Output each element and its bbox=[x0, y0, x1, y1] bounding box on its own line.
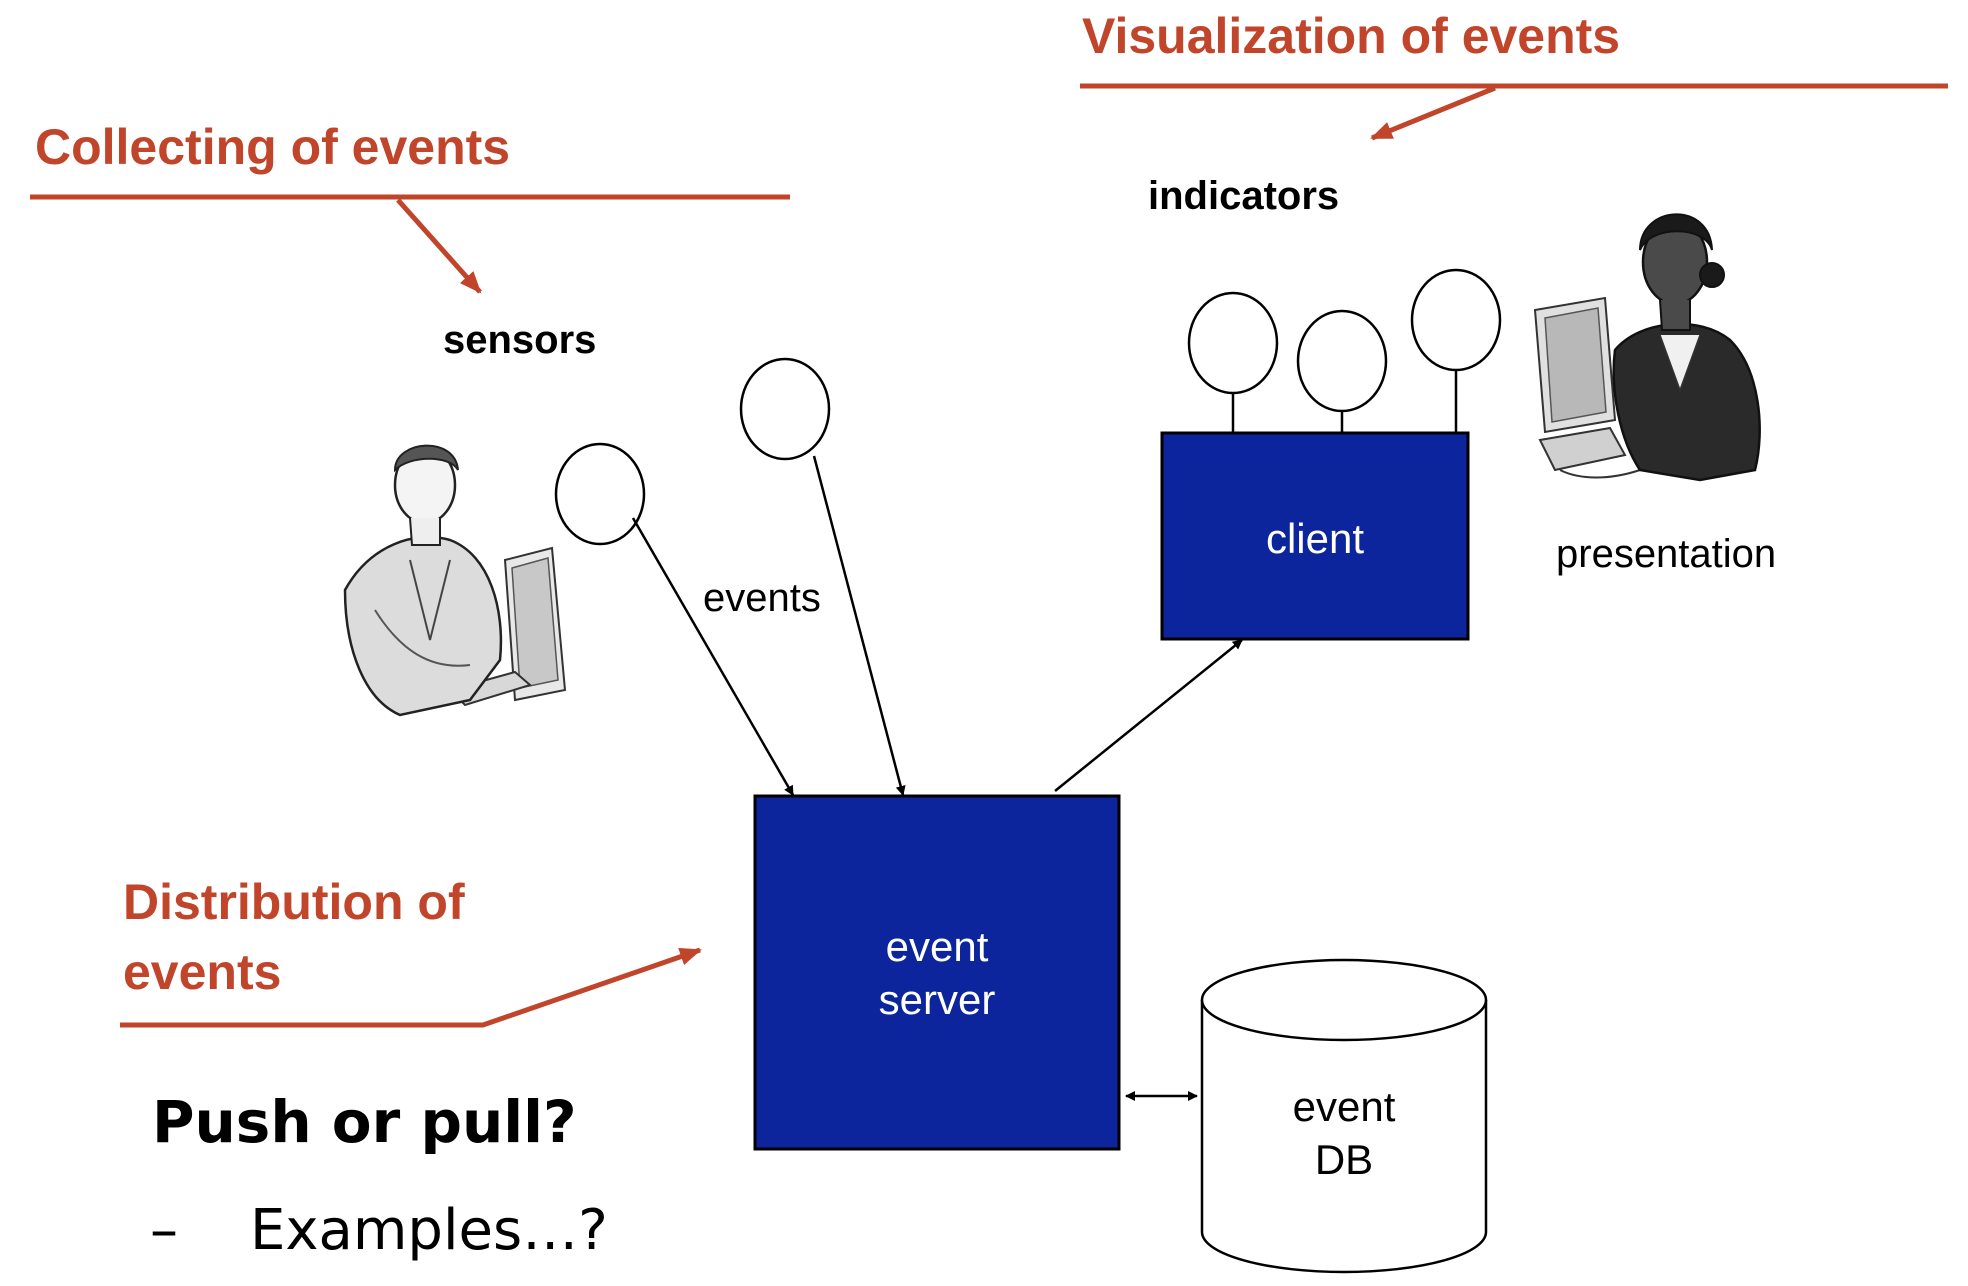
sensor-circle bbox=[554, 442, 646, 546]
events-label: events bbox=[703, 576, 821, 620]
presenter-person-icon bbox=[1533, 213, 1761, 482]
push-or-pull-question: Push or pull? bbox=[152, 1088, 577, 1156]
event-server-label-line1: event bbox=[885, 923, 989, 970]
distribution-underline bbox=[120, 947, 702, 1028]
event-server-label-line2: server bbox=[878, 976, 996, 1023]
event-db-cylinder bbox=[1200, 958, 1488, 1274]
indicator-circle bbox=[1410, 268, 1502, 372]
server-to-client-arrow bbox=[1054, 639, 1243, 792]
distribution-heading-line1: Distribution of bbox=[123, 874, 465, 930]
presentation-label: presentation bbox=[1556, 532, 1777, 576]
bullet-dash: – bbox=[150, 1198, 178, 1263]
event-server-label: event server bbox=[755, 920, 1119, 1026]
indicators-label: indicators bbox=[1148, 174, 1340, 218]
sensor-circle bbox=[739, 357, 831, 461]
event-db-label-line2: DB bbox=[1314, 1136, 1374, 1183]
operator-person-icon bbox=[343, 444, 567, 717]
event-arrow bbox=[631, 517, 795, 796]
event-db-label-line1: event bbox=[1292, 1083, 1396, 1130]
examples-bullet-text: Examples…? bbox=[250, 1198, 608, 1263]
sensors-label: sensors bbox=[443, 318, 597, 362]
event-arrow bbox=[812, 455, 906, 796]
indicator-circle bbox=[1296, 309, 1388, 413]
distribution-heading-line2: events bbox=[123, 944, 282, 1000]
visualization-pointer-arrow bbox=[1370, 85, 1496, 141]
client-box bbox=[1160, 431, 1470, 641]
visualization-heading: Visualization of events bbox=[1082, 8, 1621, 64]
client-label: client bbox=[1265, 515, 1365, 562]
event-server-box bbox=[753, 794, 1121, 1151]
collecting-pointer-arrow bbox=[396, 198, 482, 294]
indicator-circle bbox=[1187, 291, 1279, 395]
event-db-label: event DB bbox=[1202, 1080, 1486, 1186]
collecting-heading: Collecting of events bbox=[35, 119, 511, 175]
